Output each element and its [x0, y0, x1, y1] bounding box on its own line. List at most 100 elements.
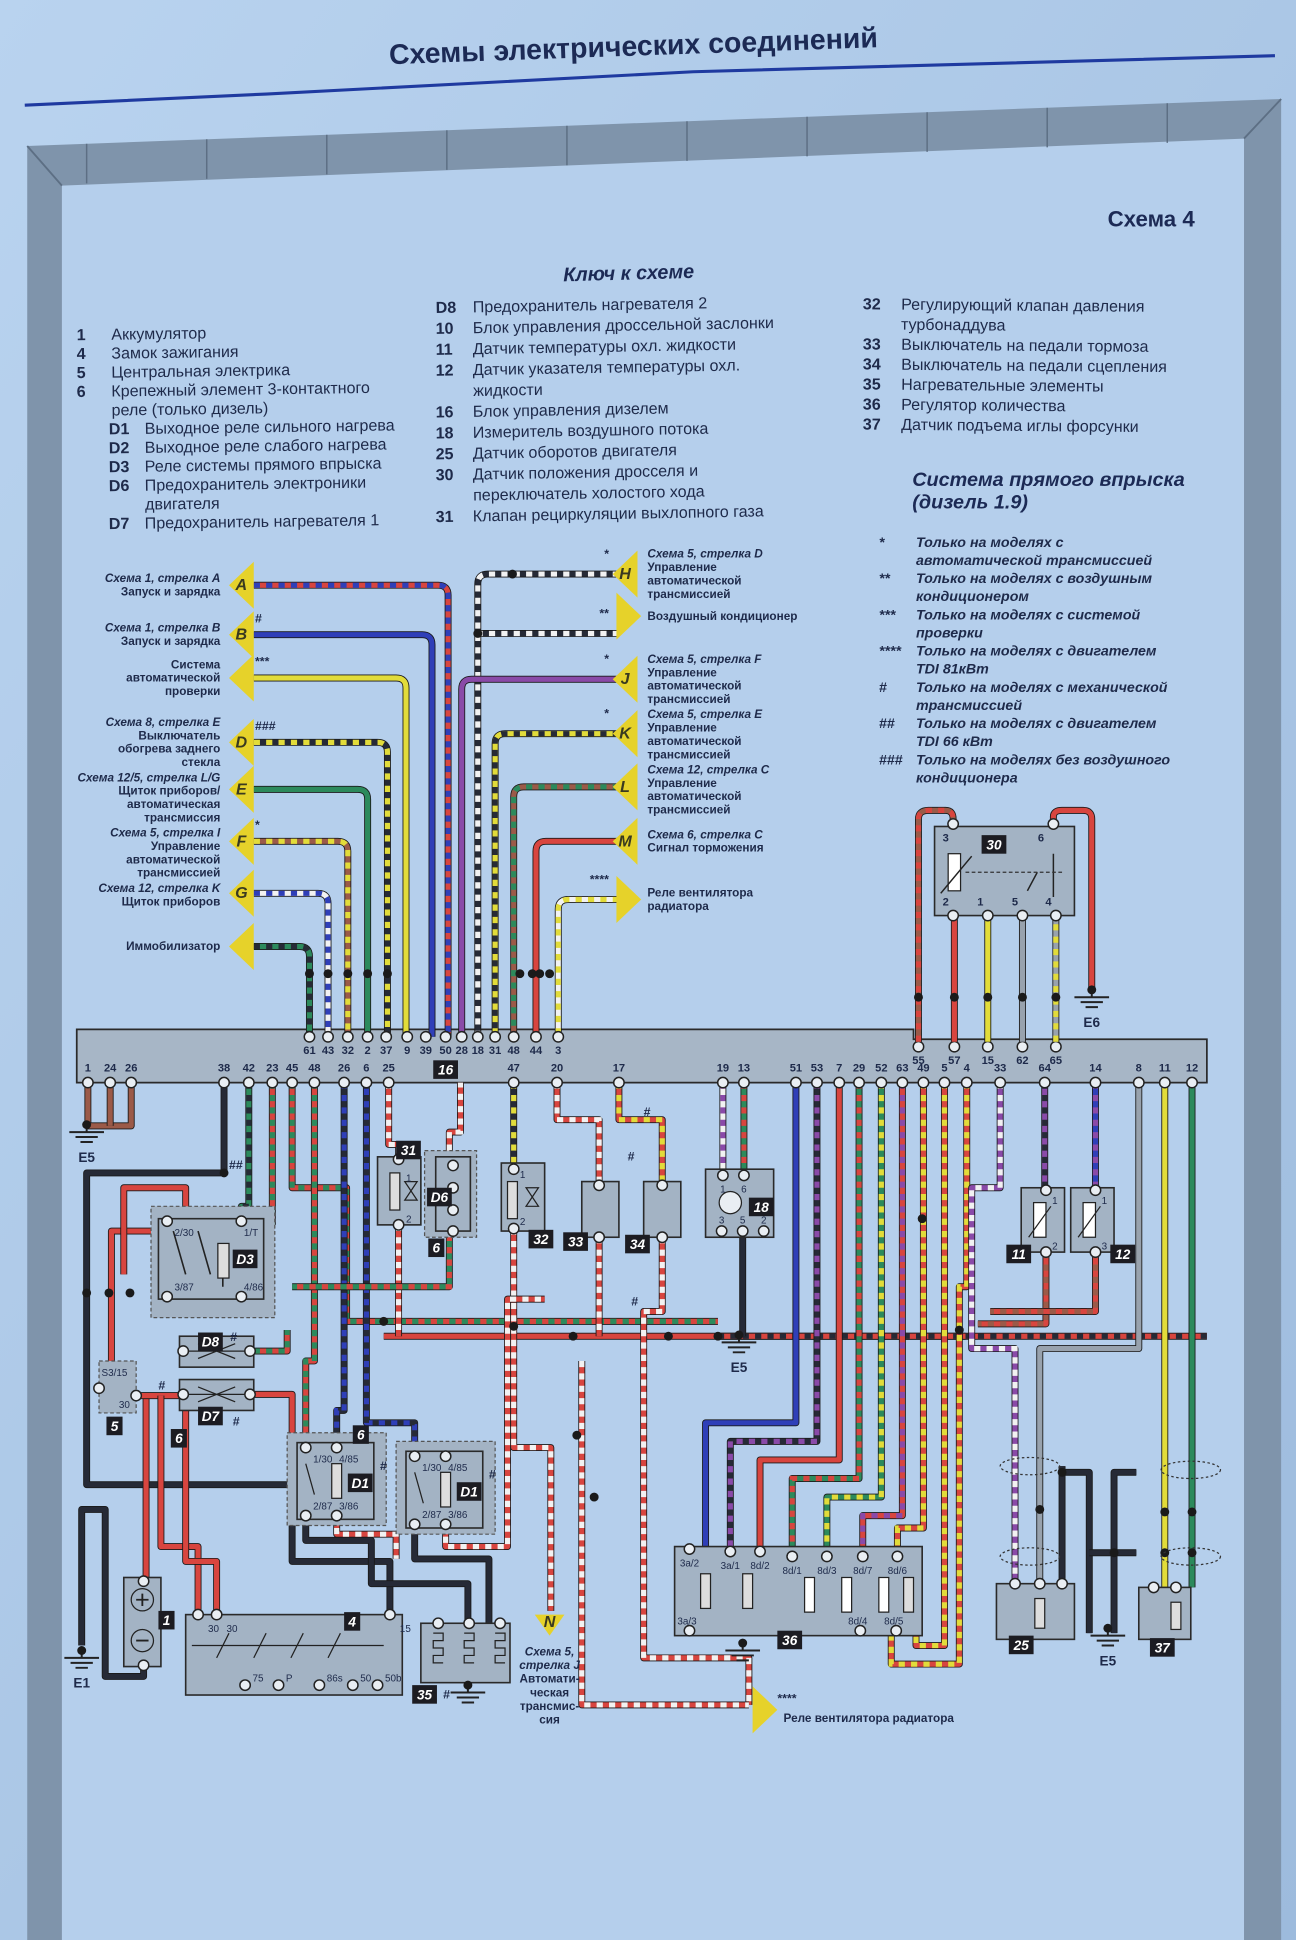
fuse-d8-label: D8: [202, 1335, 220, 1350]
pin-label: 55: [912, 1055, 924, 1067]
key-item-text: Предохранитель электроники: [145, 474, 367, 495]
wire-stripe: [913, 1082, 948, 1649]
junction-dot: [983, 992, 993, 1002]
note-text: Только на моделях с: [916, 535, 1064, 551]
wire-stripe: [253, 838, 351, 1037]
pin-label: 15: [982, 1055, 994, 1067]
connector-label: автоматической: [647, 735, 741, 748]
pin-label: 24: [104, 1062, 117, 1074]
junction-dot: [738, 1638, 748, 1648]
terminal-pin: [408, 1450, 421, 1463]
terminal-pin: [856, 1550, 869, 1563]
terminal-pin: [408, 1518, 421, 1531]
terminal-pin: [1016, 1040, 1029, 1053]
plus-icon: [130, 1588, 155, 1612]
pin-label: 1: [720, 1185, 726, 1196]
relay-d1-label: D1: [352, 1476, 369, 1491]
arrow-down-icon: [534, 1614, 565, 1636]
pin-label: 5: [740, 1216, 746, 1227]
pin-label: 1/30: [313, 1454, 333, 1465]
key-item-number: 5: [77, 364, 86, 382]
pin-label: 14: [1089, 1062, 1102, 1074]
terminal-pin: [286, 1076, 299, 1089]
pin-label: 42: [243, 1062, 255, 1074]
pin-label: 64: [1039, 1062, 1052, 1074]
relay-d1-label-badge: [456, 1482, 482, 1501]
pin-label: 37: [380, 1045, 392, 1057]
terminal-pin: [683, 1543, 696, 1555]
wire-stripe: [641, 1237, 752, 1705]
pin-label: 50: [360, 1673, 372, 1684]
pin-label: 1: [85, 1062, 91, 1074]
terminal-pin: [912, 1040, 925, 1053]
arrow-n-label: трансмис-: [520, 1700, 580, 1713]
terminal-pin: [489, 1030, 502, 1043]
ground-e6-label: E6: [1083, 1015, 1100, 1030]
pin-label: 51: [790, 1062, 802, 1074]
terminal-pin: [382, 1076, 395, 1089]
terminal-pin: [948, 1040, 961, 1053]
pin-label: 2: [520, 1217, 526, 1228]
key-item-number: 34: [863, 355, 881, 373]
connector-mark: ###: [255, 719, 276, 733]
hash-mark: ##: [229, 1158, 243, 1172]
mount-6-label-badge: [352, 1425, 369, 1444]
connector-letter-d: D: [236, 733, 248, 751]
wire: [757, 1082, 842, 1552]
system-subtitle: (дизель 1.9): [912, 492, 1028, 514]
component-30-label: 30: [986, 837, 1002, 852]
terminal-pin: [1132, 1076, 1145, 1089]
terminal-pin: [104, 1076, 117, 1089]
terminal-pin: [683, 1624, 696, 1637]
wire: [183, 1395, 220, 1615]
junction-dot: [1109, 1548, 1119, 1558]
junction-dot: [1187, 1548, 1197, 1558]
ignition-switch-4-label: 4: [347, 1614, 356, 1629]
pin-label: P: [286, 1673, 293, 1684]
terminal-pin: [299, 1509, 312, 1522]
relay-coil-icon: [331, 1463, 343, 1499]
variable-arrow-icon: [1077, 1205, 1101, 1238]
wire-stripe: [475, 571, 619, 1037]
connector-label: автоматической: [647, 574, 741, 587]
relay-contact-icon: [414, 1472, 424, 1504]
egr-valve-31-label: 31: [401, 1143, 416, 1158]
needle-lift-sensor-37-label: 37: [1155, 1640, 1172, 1655]
terminal-pin: [1089, 1184, 1102, 1197]
key-item-number: D2: [109, 439, 130, 457]
key-item-text: Регулирующий клапан давления: [901, 296, 1145, 316]
coolant-gauge-sensor-12-label: 12: [1115, 1247, 1131, 1262]
junction-dot: [572, 1430, 582, 1440]
pin-label: 38: [218, 1062, 230, 1074]
arrow-n-label: стрелка J: [519, 1659, 580, 1672]
ignition-switch-4: [184, 1613, 404, 1696]
connector-label: проверки: [165, 685, 220, 698]
pin-label: 1/T: [244, 1228, 258, 1239]
terminal-pin: [137, 1575, 150, 1588]
pin-label: 3/86: [448, 1510, 468, 1521]
heater-elements-35-label-badge: [412, 1685, 437, 1704]
arrow-n-label: Схема 5,: [525, 1645, 575, 1658]
pin-label: 1: [977, 897, 983, 909]
pin-label: 11: [1159, 1062, 1171, 1074]
connector-letter-f: F: [236, 832, 247, 850]
note-text: Только на моделях без воздушного: [916, 752, 1170, 768]
connector-mark: ***: [255, 655, 270, 669]
terminal-pin: [994, 1076, 1007, 1089]
junction-dot: [508, 569, 517, 579]
terminal-pin: [177, 1345, 190, 1358]
egr-valve-31-label-badge: [396, 1140, 421, 1160]
terminal-pin: [235, 1215, 248, 1228]
coil-icon: [1034, 1597, 1046, 1629]
pin-label: 8d/1: [783, 1566, 803, 1577]
heater-elements-35-label: 35: [417, 1687, 433, 1702]
junction-dot: [1051, 992, 1061, 1002]
key-item-text: Датчик подъема иглы форсунки: [901, 416, 1139, 436]
key-item-number: D3: [109, 458, 130, 476]
pin-label: 8: [1136, 1062, 1142, 1074]
junction-dot: [515, 969, 525, 979]
key-item-number: 11: [435, 341, 452, 359]
